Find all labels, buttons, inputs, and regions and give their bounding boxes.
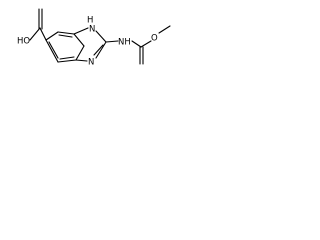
imidazole-double-bond <box>93 44 104 56</box>
hydroxyl-label: HO <box>17 37 30 47</box>
ring-nh-n-label: N <box>89 25 95 35</box>
imidazole-bond-3 <box>95 41 107 59</box>
benzimidazole-carbamate-structure: HO H N N NH O <box>17 8 171 68</box>
hydroxyl-bond <box>29 27 41 41</box>
ring-nh-h-label: H <box>87 16 93 26</box>
benzene-bond-4 <box>75 45 85 61</box>
imidazole-bond-2 <box>95 30 107 43</box>
benzene-bond-1 <box>45 31 59 41</box>
benzene-bond-5 <box>57 59 77 63</box>
benzene-inner-bond-1 <box>58 34 73 38</box>
amide-nh-label: NH <box>118 38 131 48</box>
carboxyl-bond <box>39 27 47 41</box>
ester-bond <box>140 40 152 48</box>
benzene-bond-6 <box>45 39 59 63</box>
carbamate-bond <box>131 40 142 48</box>
imidazole-bond-1 <box>73 27 89 35</box>
benzene-inner-bond-2 <box>59 56 75 60</box>
amine-link-bond <box>105 40 119 43</box>
benzene-inner-bond-3 <box>48 41 59 59</box>
benzene-bond-3 <box>73 33 85 47</box>
ring-n-label: N <box>88 58 94 68</box>
ester-oxygen-label: O <box>151 34 158 44</box>
imidazole-bond-4 <box>75 59 88 62</box>
methyl-bond <box>158 25 171 34</box>
benzene-bond-2 <box>57 31 75 35</box>
